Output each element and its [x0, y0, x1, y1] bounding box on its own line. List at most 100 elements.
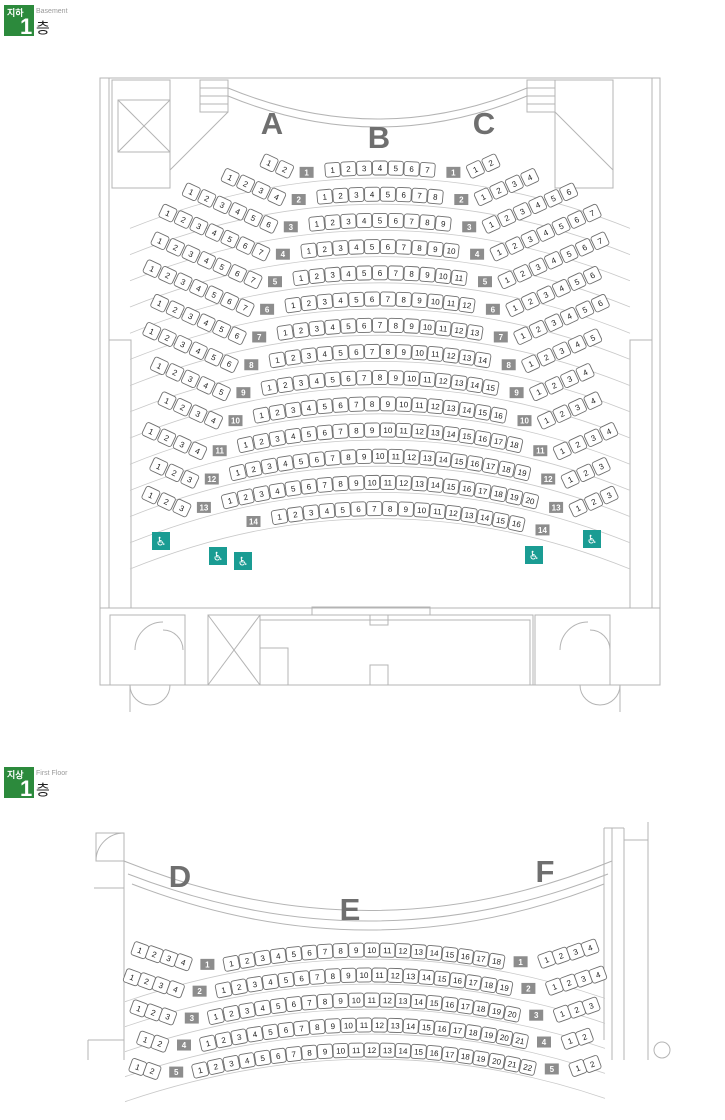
seat-b-13-15[interactable]: 15 [442, 478, 460, 495]
seat-b-11-11[interactable]: 11 [395, 422, 412, 439]
seat-a-6-1[interactable]: 1 [142, 259, 162, 278]
seat-a-6-5[interactable]: 5 [204, 285, 224, 304]
seat-e-5-20[interactable]: 20 [487, 1052, 506, 1070]
seat-b-9-11[interactable]: 11 [419, 371, 436, 388]
seat-e-2-16[interactable]: 16 [449, 972, 467, 989]
seat-f-1-4[interactable]: 4 [580, 938, 600, 957]
seat-e-4-17[interactable]: 17 [449, 1022, 467, 1039]
seat-b-11-10[interactable]: 10 [379, 422, 396, 438]
seat-a-3-2[interactable]: 2 [197, 189, 217, 208]
seat-b-9-1[interactable]: 1 [260, 379, 279, 396]
seat-b-13-10[interactable]: 10 [364, 474, 381, 490]
seat-a-3-4[interactable]: 4 [228, 202, 248, 221]
seat-e-5-11[interactable]: 11 [348, 1042, 365, 1058]
seat-e-1-5[interactable]: 5 [285, 946, 303, 962]
seat-b-7-13[interactable]: 13 [466, 324, 484, 341]
seat-b-5-5[interactable]: 5 [356, 265, 373, 281]
seat-a-13-2[interactable]: 2 [157, 492, 177, 511]
seat-a-5-5[interactable]: 5 [212, 257, 232, 276]
seat-b-9-12[interactable]: 12 [434, 372, 452, 389]
seat-e-1-15[interactable]: 15 [441, 946, 459, 963]
seat-c-9-1[interactable]: 1 [529, 382, 549, 402]
wheelchair-icon[interactable]: ♿ [209, 547, 227, 565]
seat-b-13-3[interactable]: 3 [252, 485, 271, 503]
seat-a-8-1[interactable]: 1 [142, 322, 162, 341]
seat-b-3-8[interactable]: 8 [419, 214, 436, 231]
seat-b-11-9[interactable]: 9 [364, 422, 381, 438]
seat-b-14-1[interactable]: 1 [270, 508, 289, 525]
seat-c-11-4[interactable]: 4 [599, 422, 619, 441]
seat-b-12-11[interactable]: 11 [387, 448, 404, 464]
seat-e-3-12[interactable]: 12 [379, 992, 396, 1008]
seat-a-2-4[interactable]: 4 [267, 187, 287, 206]
seat-b-1-1[interactable]: 1 [324, 161, 341, 178]
seat-c-8-4[interactable]: 4 [567, 335, 587, 354]
seat-a-10-2[interactable]: 2 [173, 398, 193, 417]
seat-e-4-20[interactable]: 20 [495, 1029, 514, 1046]
seat-a-5-2[interactable]: 2 [166, 238, 186, 257]
seat-c-10-1[interactable]: 1 [537, 411, 557, 430]
seat-b-8-3[interactable]: 3 [300, 347, 318, 364]
seat-a-6-3[interactable]: 3 [173, 272, 193, 291]
seat-b-7-2[interactable]: 2 [292, 322, 310, 339]
seat-b-6-11[interactable]: 11 [442, 295, 460, 312]
seat-e-5-9[interactable]: 9 [316, 1043, 334, 1060]
seat-b-4-9[interactable]: 9 [426, 241, 444, 257]
seat-e-2-10[interactable]: 10 [356, 967, 372, 983]
seat-a-10-4[interactable]: 4 [204, 411, 224, 430]
seat-e-5-12[interactable]: 12 [363, 1042, 380, 1058]
seat-c-6-3[interactable]: 3 [536, 285, 556, 304]
seat-e-5-22[interactable]: 22 [519, 1058, 537, 1076]
seat-a-7-4[interactable]: 4 [196, 313, 216, 332]
seat-b-9-5[interactable]: 5 [324, 371, 341, 388]
seat-a-12-2[interactable]: 2 [164, 463, 185, 483]
seat-a-7-3[interactable]: 3 [181, 307, 201, 326]
seat-b-4-3[interactable]: 3 [332, 240, 349, 256]
seat-b-13-12[interactable]: 12 [395, 475, 412, 491]
seat-e-4-13[interactable]: 13 [387, 1017, 404, 1034]
seat-b-7-8[interactable]: 8 [387, 317, 404, 333]
seat-b-8-5[interactable]: 5 [332, 344, 349, 361]
seat-c-3-1[interactable]: 1 [481, 215, 501, 234]
seat-e-2-1[interactable]: 1 [214, 981, 233, 999]
seat-b-8-12[interactable]: 12 [442, 347, 460, 364]
seat-b-7-10[interactable]: 10 [419, 319, 436, 335]
seat-a-11-4[interactable]: 4 [188, 441, 208, 460]
seat-b-7-4[interactable]: 4 [324, 319, 341, 335]
seat-c-11-2[interactable]: 2 [568, 435, 588, 454]
seat-b-11-7[interactable]: 7 [332, 423, 349, 440]
seat-b-8-10[interactable]: 10 [411, 344, 428, 361]
seat-b-12-13[interactable]: 13 [419, 450, 436, 466]
seat-b-12-16[interactable]: 16 [466, 455, 484, 472]
seat-c-6-1[interactable]: 1 [505, 298, 525, 317]
seat-b-6-9[interactable]: 9 [411, 292, 428, 309]
seat-c-4-7[interactable]: 7 [582, 203, 602, 223]
seat-a-7-5[interactable]: 5 [212, 320, 232, 339]
seat-e-4-2[interactable]: 2 [214, 1031, 233, 1049]
seat-b-14-2[interactable]: 2 [286, 506, 304, 523]
seat-b-10-5[interactable]: 5 [316, 398, 334, 415]
seat-a-7-2[interactable]: 2 [165, 300, 185, 319]
seat-e-2-14[interactable]: 14 [418, 969, 435, 986]
seat-a-5-3[interactable]: 3 [181, 244, 201, 263]
seat-b-8-11[interactable]: 11 [426, 345, 444, 362]
seat-b-7-1[interactable]: 1 [276, 324, 294, 341]
seat-a-4-7[interactable]: 7 [251, 242, 271, 262]
seat-c-3-3[interactable]: 3 [512, 202, 532, 221]
seat-b-14-4[interactable]: 4 [318, 503, 336, 519]
wheelchair-icon[interactable]: ♿ [583, 530, 601, 548]
seat-c-3-4[interactable]: 4 [528, 195, 548, 215]
seat-b-4-6[interactable]: 6 [379, 239, 396, 255]
seat-e-4-3[interactable]: 3 [230, 1028, 248, 1046]
seat-b-5-3[interactable]: 3 [324, 266, 341, 283]
seat-a-10-1[interactable]: 1 [157, 391, 177, 410]
seat-c-4-1[interactable]: 1 [489, 242, 509, 262]
seat-e-3-11[interactable]: 11 [363, 992, 380, 1008]
seat-c-5-7[interactable]: 7 [590, 231, 610, 250]
seat-b-12-2[interactable]: 2 [244, 460, 263, 478]
seat-e-4-15[interactable]: 15 [418, 1019, 435, 1036]
seat-e-5-16[interactable]: 16 [425, 1044, 443, 1061]
seat-c-2-1[interactable]: 1 [473, 187, 494, 206]
seat-b-12-18[interactable]: 18 [497, 460, 516, 478]
seat-b-13-11[interactable]: 11 [379, 474, 396, 490]
